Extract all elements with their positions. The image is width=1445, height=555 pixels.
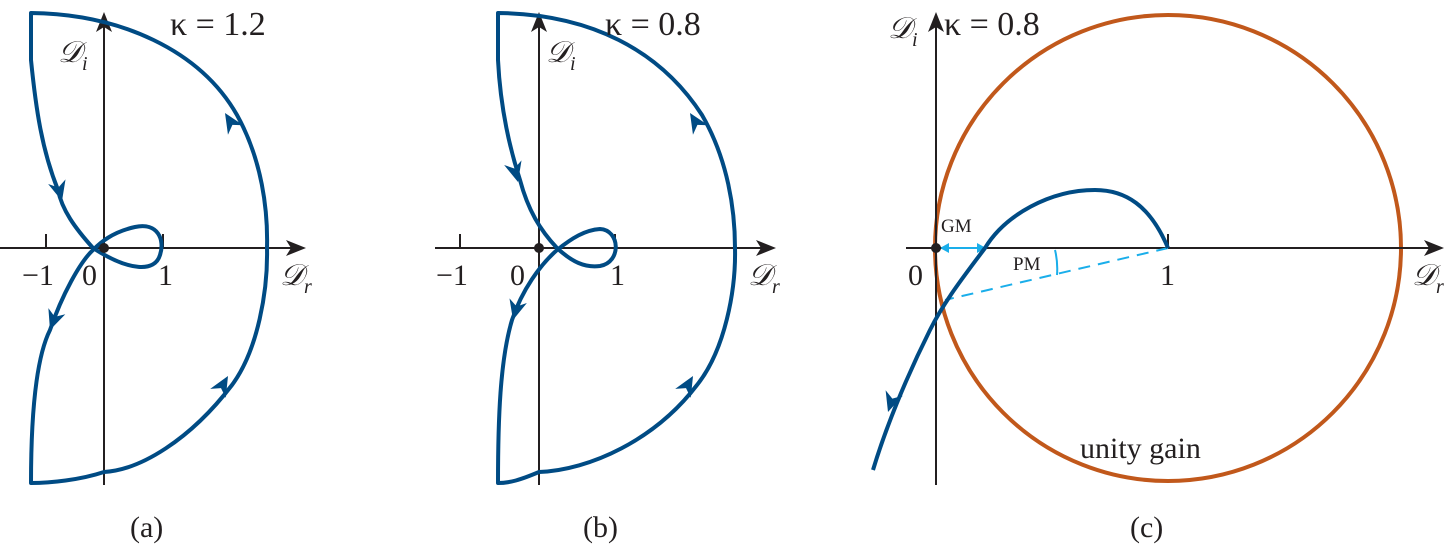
- nyquist-curve: [496, 11, 738, 485]
- caption: (c): [1130, 511, 1163, 544]
- tick-label: 1: [158, 259, 173, 292]
- kappa-label: κ = 1.2: [170, 6, 266, 43]
- y-axis-label: 𝒟i: [546, 36, 576, 75]
- tick-label: 1: [1160, 259, 1175, 292]
- tick-label: −1: [22, 259, 54, 292]
- nyquist-curve: [871, 188, 1170, 471]
- panel-b: κ = 0.8 𝒟i 𝒟r −1 0 1 (b): [435, 6, 780, 544]
- phase-margin-label: PM: [1013, 254, 1041, 275]
- gain-margin-arrowhead-icon: [977, 243, 986, 253]
- tick-label: 0: [510, 259, 525, 292]
- x-axis-label: 𝒟r: [748, 259, 780, 298]
- critical-point: [534, 243, 544, 253]
- critical-point: [931, 243, 941, 253]
- critical-point: [99, 243, 109, 253]
- x-axis-arrow-icon: [286, 240, 306, 256]
- gain-margin-label: GM: [941, 216, 972, 237]
- panel-c: κ = 0.8 𝒟i 𝒟r 0 1 GM PM unity gain (c): [871, 6, 1444, 544]
- x-axis-arrow-icon: [756, 240, 776, 256]
- y-axis-label: 𝒟i: [888, 12, 918, 51]
- phase-margin-arc: [1054, 249, 1059, 276]
- tick-label: 1: [610, 259, 625, 292]
- nyquist-curve: [29, 11, 270, 485]
- caption: (a): [130, 511, 163, 544]
- panel-a: κ = 1.2 𝒟i 𝒟r −1 0 1 (a): [0, 6, 312, 544]
- tick-label: 0: [908, 259, 923, 292]
- phase-margin-line: [944, 247, 1169, 301]
- direction-arrow-icon: [41, 308, 66, 334]
- y-axis-arrow-icon: [531, 12, 547, 32]
- x-axis-arrow-icon: [1424, 240, 1444, 256]
- direction-arrow-icon: [504, 298, 527, 323]
- tick-label: 0: [82, 259, 97, 292]
- x-axis-label: 𝒟r: [1412, 259, 1444, 298]
- gain-margin-arrowhead-icon: [940, 243, 949, 253]
- y-axis-arrow-icon: [928, 12, 944, 32]
- unity-gain-label: unity gain: [1080, 432, 1201, 465]
- tick-label: −1: [436, 259, 468, 292]
- caption: (b): [583, 511, 618, 544]
- y-axis-label: 𝒟i: [58, 36, 88, 75]
- x-axis-label: 𝒟r: [280, 259, 312, 298]
- kappa-label: κ = 0.8: [944, 6, 1040, 43]
- kappa-label: κ = 0.8: [605, 6, 701, 43]
